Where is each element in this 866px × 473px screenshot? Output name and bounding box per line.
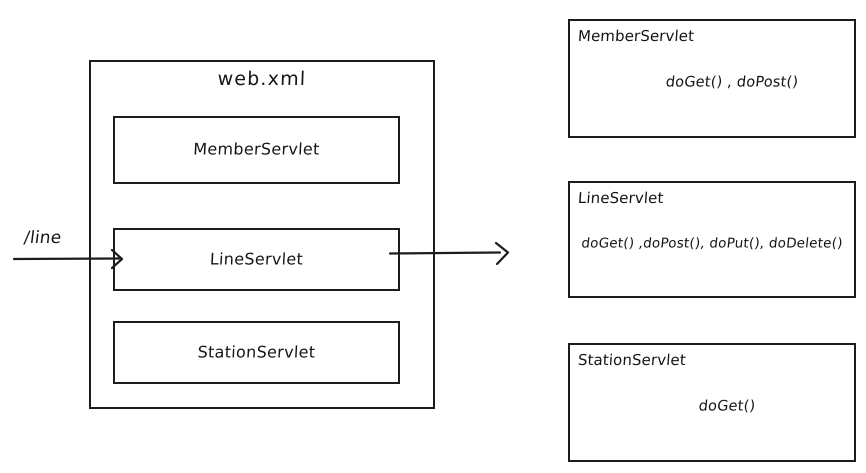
- servlet-box-station[interactable]: StationServlet: [113, 321, 400, 384]
- detail-box-line-servlet-methods: doGet() ,doPost(), doPut(), doDelete(): [580, 235, 844, 252]
- servlet-box-member[interactable]: MemberServlet: [113, 116, 400, 184]
- servlet-box-line[interactable]: LineServlet: [113, 228, 400, 291]
- request-path-label: /line: [22, 228, 63, 248]
- servlet-box-line-label: LineServlet: [209, 249, 304, 269]
- incoming-request-line: [12, 257, 121, 261]
- detail-box-station-servlet[interactable]: StationServlet doGet(): [568, 343, 856, 462]
- incoming-arrowhead-icon: [110, 248, 124, 270]
- outgoing-response-line: [388, 251, 502, 255]
- outgoing-arrowhead-icon: [494, 241, 510, 266]
- detail-box-station-servlet-methods: doGet(): [697, 398, 757, 415]
- detail-box-station-servlet-title: StationServlet: [577, 351, 687, 369]
- detail-box-member-servlet-title: MemberServlet: [577, 27, 695, 45]
- servlet-box-station-label: StationServlet: [197, 342, 316, 362]
- detail-box-line-servlet[interactable]: LineServlet doGet() ,doPost(), doPut(), …: [568, 181, 856, 298]
- detail-box-member-servlet[interactable]: MemberServlet doGet() , doPost(): [568, 19, 856, 138]
- detail-box-member-servlet-methods: doGet() , doPost(): [664, 74, 800, 91]
- web-xml-title: web.xml: [217, 68, 307, 90]
- web-xml-container: [89, 60, 435, 409]
- detail-box-line-servlet-title: LineServlet: [577, 189, 665, 207]
- servlet-box-member-label: MemberServlet: [192, 139, 321, 159]
